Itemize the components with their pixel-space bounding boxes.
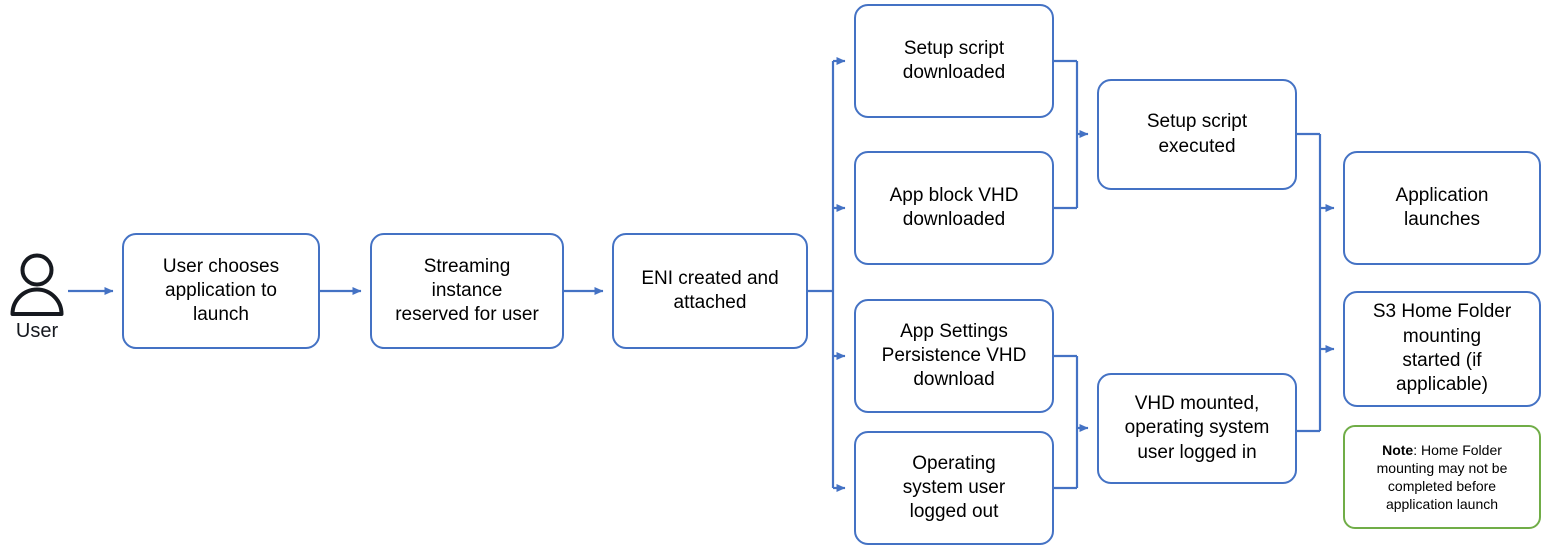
node-app-block-vhd-downloaded[interactable]: App block VHD downloaded — [854, 151, 1054, 265]
node-streaming-instance-label: Streaming instance reserved for user — [395, 255, 539, 326]
node-application-launches-label: Application launches — [1395, 184, 1489, 230]
node-s3-home-folder-mounting-label: S3 Home Folder mounting started (if appl… — [1372, 301, 1512, 396]
note-home-folder: Note: Home Folder mounting may not be co… — [1343, 425, 1541, 529]
node-setup-script-downloaded-label: Setup script downloaded — [902, 37, 1006, 83]
node-setup-script-downloaded[interactable]: Setup script downloaded — [854, 4, 1054, 118]
node-app-settings-persistence-vhd[interactable]: App Settings Persistence VHD download — [854, 299, 1054, 413]
actor-user-label: User — [15, 320, 59, 342]
note-separator: : — [1413, 441, 1421, 458]
node-eni-created[interactable]: ENI created and attached — [612, 233, 808, 349]
node-user-chooses-label: User chooses application to launch — [162, 255, 280, 326]
note-body: Home Folder mounting may not be complete… — [1376, 441, 1508, 513]
node-app-settings-persistence-vhd-label: App Settings Persistence VHD download — [881, 320, 1027, 391]
node-eni-created-label: ENI created and attached — [641, 267, 779, 313]
node-setup-script-executed-label: Setup script executed — [1146, 111, 1248, 157]
node-streaming-instance[interactable]: Streaming instance reserved for user — [370, 233, 564, 349]
user-person-icon — [10, 253, 64, 316]
node-application-launches[interactable]: Application launches — [1343, 151, 1541, 265]
node-s3-home-folder-mounting[interactable]: S3 Home Folder mounting started (if appl… — [1343, 291, 1541, 407]
node-os-user-logged-out-label: Operating system user logged out — [902, 452, 1006, 523]
node-user-chooses[interactable]: User chooses application to launch — [122, 233, 320, 349]
node-setup-script-executed[interactable]: Setup script executed — [1097, 79, 1297, 190]
note-lead-label: Note — [1382, 441, 1414, 458]
node-vhd-mounted[interactable]: VHD mounted, operating system user logge… — [1097, 373, 1297, 484]
note-home-folder-text: Note: Home Folder mounting may not be co… — [1353, 441, 1531, 514]
actor-user: User — [6, 252, 68, 343]
node-vhd-mounted-label: VHD mounted, operating system user logge… — [1124, 393, 1270, 463]
node-app-block-vhd-downloaded-label: App block VHD downloaded — [889, 184, 1019, 230]
node-os-user-logged-out[interactable]: Operating system user logged out — [854, 431, 1054, 545]
